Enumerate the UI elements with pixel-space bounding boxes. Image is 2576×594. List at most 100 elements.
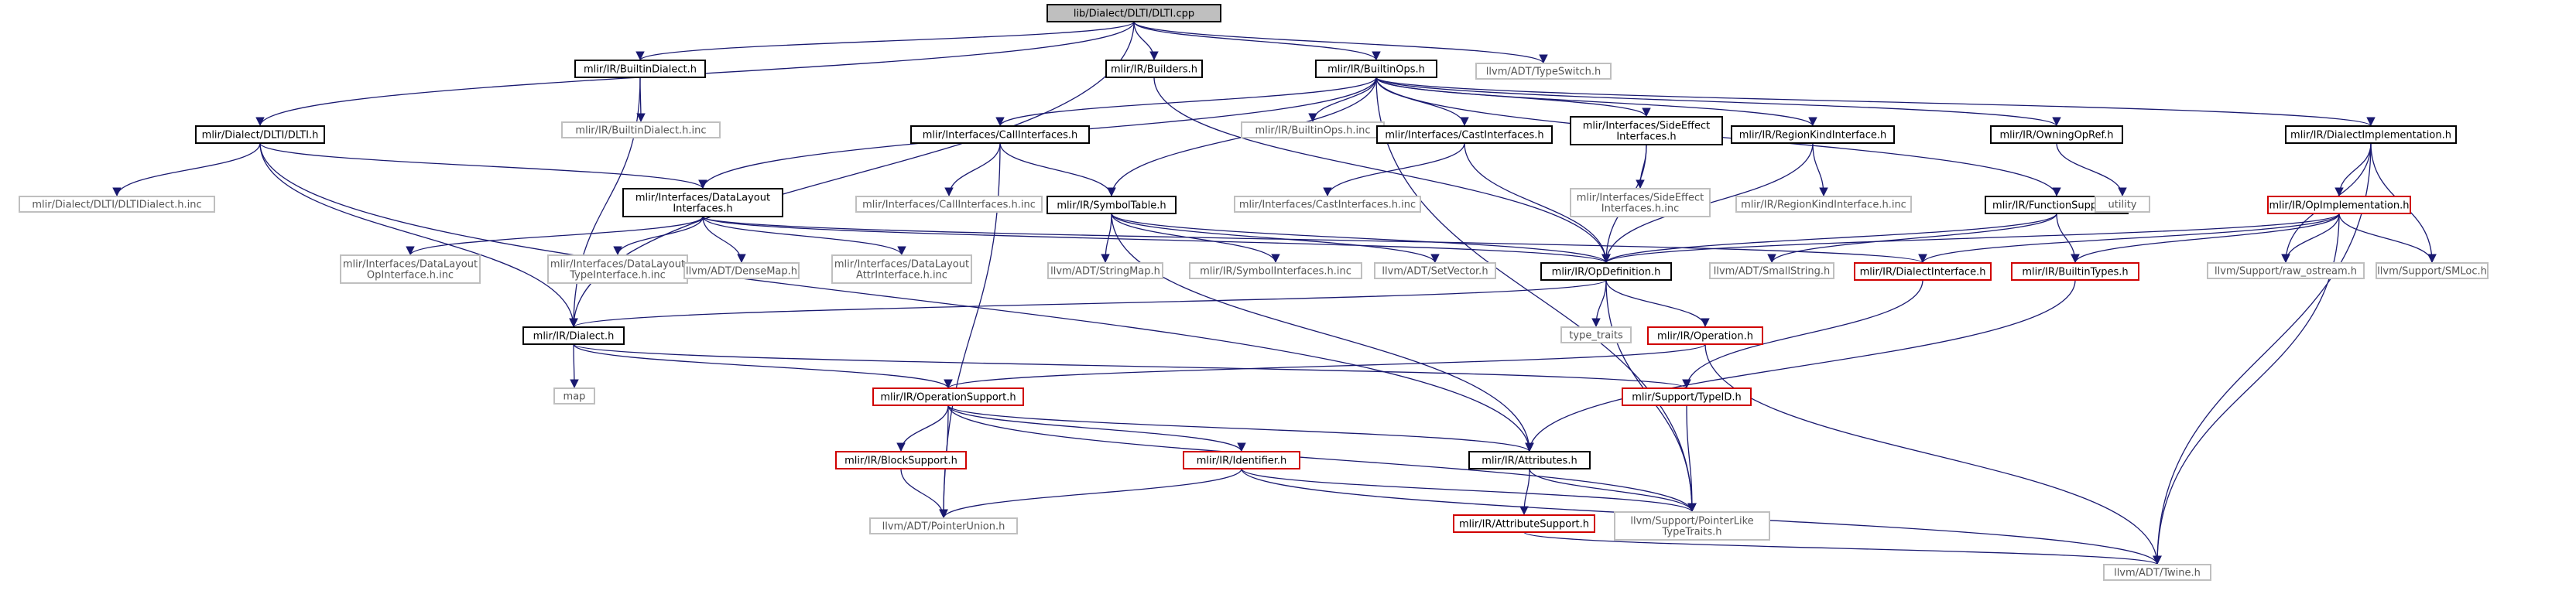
node-box[interactable] (1854, 262, 1992, 281)
node-box[interactable] (1560, 326, 1632, 343)
node-box[interactable] (1046, 196, 1177, 214)
node-box[interactable] (2376, 262, 2489, 279)
node-dlti_h[interactable]: mlir/Dialect/DLTI/DLTI.h (195, 125, 325, 144)
node-box[interactable] (1376, 125, 1553, 144)
node-dialect_interface_h[interactable]: mlir/IR/DialectInterface.h (1854, 262, 1992, 281)
node-box[interactable] (835, 451, 967, 469)
node-small_string_h[interactable]: llvm/ADT/SmallString.h (1709, 262, 1834, 279)
node-box[interactable] (1046, 4, 1221, 22)
node-call_interfaces_inc[interactable]: mlir/Interfaces/CallInterfaces.h.inc (855, 196, 1043, 213)
node-pointer_union_h[interactable]: llvm/ADT/PointerUnion.h (869, 517, 1018, 534)
node-builtin_ops_inc[interactable]: mlir/IR/BuiltinOps.h.inc (1241, 121, 1385, 138)
node-box[interactable] (1709, 262, 1834, 279)
node-function_support_h[interactable]: mlir/IR/FunctionSupport.h (1985, 196, 2129, 214)
node-region_kind_h[interactable]: mlir/IR/RegionKindInterface.h (1731, 125, 1895, 144)
node-cast_interfaces_h[interactable]: mlir/Interfaces/CastInterfaces.h (1376, 125, 1553, 144)
node-box[interactable] (1234, 196, 1421, 213)
node-box[interactable] (1315, 60, 1437, 78)
node-box[interactable] (574, 60, 706, 78)
node-box[interactable] (1570, 116, 1723, 145)
node-box[interactable] (1990, 125, 2123, 144)
node-op_definition_h[interactable]: mlir/IR/OpDefinition.h (1540, 262, 1672, 281)
node-box[interactable] (622, 188, 783, 217)
node-box[interactable] (561, 121, 721, 138)
node-box[interactable] (522, 326, 625, 345)
node-dl_type_interface_inc[interactable]: mlir/Interfaces/DataLayoutTypeInterface.… (547, 254, 688, 284)
node-box[interactable] (1475, 63, 1612, 80)
node-builtin_dialect_inc[interactable]: mlir/IR/BuiltinDialect.h.inc (561, 121, 721, 138)
node-map[interactable]: map (553, 387, 595, 405)
node-box[interactable] (1453, 514, 1595, 533)
node-root[interactable]: lib/Dialect/DLTI/DLTI.cpp (1046, 4, 1221, 22)
node-operation_support_h[interactable]: mlir/IR/OperationSupport.h (872, 387, 1024, 406)
node-box[interactable] (1183, 451, 1300, 469)
node-cast_interfaces_inc[interactable]: mlir/Interfaces/CastInterfaces.h.inc (1234, 196, 1421, 213)
node-raw_ostream_h[interactable]: llvm/Support/raw_ostream.h (2207, 262, 2365, 279)
node-box[interactable] (1614, 511, 1770, 541)
node-dl_op_interface_inc[interactable]: mlir/Interfaces/DataLayoutOpInterface.h.… (340, 254, 481, 284)
node-set_vector_h[interactable]: llvm/ADT/SetVector.h (1374, 262, 1496, 279)
node-builders_h[interactable]: mlir/IR/Builders.h (1105, 60, 1203, 78)
node-builtin_ops_h[interactable]: mlir/IR/BuiltinOps.h (1315, 60, 1437, 78)
node-box[interactable] (2207, 262, 2365, 279)
node-symbol_interfaces_inc[interactable]: mlir/IR/SymbolInterfaces.h.inc (1189, 262, 1362, 279)
node-box[interactable] (1047, 262, 1163, 279)
node-box[interactable] (553, 387, 595, 405)
node-region_kind_inc[interactable]: mlir/IR/RegionKindInterface.h.inc (1735, 196, 1912, 213)
node-string_map_h[interactable]: llvm/ADT/StringMap.h (1047, 262, 1163, 279)
node-identifier_h[interactable]: mlir/IR/Identifier.h (1183, 451, 1300, 469)
node-box[interactable] (1374, 262, 1496, 279)
node-call_interfaces_h[interactable]: mlir/Interfaces/CallInterfaces.h (910, 125, 1090, 144)
node-box[interactable] (869, 517, 1018, 534)
node-dl_attr_interface_inc[interactable]: mlir/Interfaces/DataLayoutAttrInterface.… (831, 254, 972, 284)
node-op_implementation_h[interactable]: mlir/IR/OpImplementation.h (2267, 196, 2411, 214)
node-dlti_dialect_inc[interactable]: mlir/Dialect/DLTI/DLTIDialect.h.inc (19, 196, 215, 213)
node-box[interactable] (340, 254, 481, 284)
node-label: mlir/Interfaces/CallInterfaces.h (923, 130, 1078, 142)
node-twine_h[interactable]: llvm/ADT/Twine.h (2103, 564, 2211, 581)
node-owning_op_ref_h[interactable]: mlir/IR/OwningOpRef.h (1990, 125, 2123, 144)
node-box[interactable] (1735, 196, 1912, 213)
node-builtin_dialect_h[interactable]: mlir/IR/BuiltinDialect.h (574, 60, 706, 78)
node-box[interactable] (831, 254, 972, 284)
node-box[interactable] (683, 262, 800, 279)
node-box[interactable] (1622, 387, 1752, 406)
node-box[interactable] (1570, 188, 1711, 217)
node-operation_h[interactable]: mlir/IR/Operation.h (1647, 326, 1763, 345)
node-box[interactable] (2285, 125, 2457, 144)
node-box[interactable] (910, 125, 1090, 144)
node-type_switch_h[interactable]: llvm/ADT/TypeSwitch.h (1475, 63, 1612, 80)
node-box[interactable] (547, 254, 688, 284)
node-box[interactable] (195, 125, 325, 144)
node-box[interactable] (1189, 262, 1362, 279)
node-symbol_table_h[interactable]: mlir/IR/SymbolTable.h (1046, 196, 1177, 214)
node-label: llvm/Support/raw_ostream.h (2215, 266, 2357, 278)
node-attribute_support_h[interactable]: mlir/IR/AttributeSupport.h (1453, 514, 1595, 533)
node-attributes_h[interactable]: mlir/IR/Attributes.h (1468, 451, 1591, 469)
node-type_traits[interactable]: type_traits (1560, 326, 1632, 343)
node-type_id_h[interactable]: mlir/Support/TypeID.h (1622, 387, 1752, 406)
node-box[interactable] (872, 387, 1024, 406)
node-box[interactable] (2103, 564, 2211, 581)
node-dense_map_h[interactable]: llvm/ADT/DenseMap.h (683, 262, 800, 279)
node-smloc_h[interactable]: llvm/Support/SMLoc.h (2376, 262, 2489, 279)
node-box[interactable] (855, 196, 1043, 213)
node-box[interactable] (1540, 262, 1672, 281)
node-dialect_h[interactable]: mlir/IR/Dialect.h (522, 326, 625, 345)
node-box[interactable] (19, 196, 215, 213)
node-box[interactable] (2267, 196, 2411, 214)
node-utility[interactable]: utility (2095, 196, 2150, 213)
node-side_effect_inc[interactable]: mlir/Interfaces/SideEffectInterfaces.h.i… (1570, 188, 1711, 217)
node-dialect_impl_h[interactable]: mlir/IR/DialectImplementation.h (2285, 125, 2457, 144)
node-builtin_types_h[interactable]: mlir/IR/BuiltinTypes.h (2011, 262, 2139, 281)
node-box[interactable] (2011, 262, 2139, 281)
node-box[interactable] (1105, 60, 1203, 78)
node-box[interactable] (2095, 196, 2150, 213)
node-block_support_h[interactable]: mlir/IR/BlockSupport.h (835, 451, 967, 469)
node-box[interactable] (1731, 125, 1895, 144)
node-box[interactable] (1468, 451, 1591, 469)
node-box[interactable] (1647, 326, 1763, 345)
